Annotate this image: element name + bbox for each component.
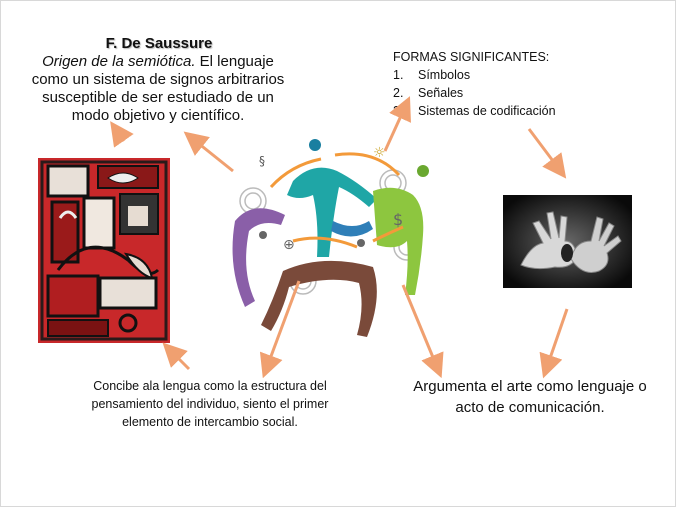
saussure-description: Origen de la semiótica. El lenguaje como… xyxy=(27,53,289,125)
description-rest: El lenguaje como un sistema de signos ar… xyxy=(31,53,285,124)
list-number: 1. xyxy=(393,68,404,82)
list-item: 2. Señales xyxy=(393,84,633,102)
formas-list: 1. Símbolos 2. Señales 3. Sistemas de codif… xyxy=(393,66,633,120)
list-label: Señales xyxy=(418,86,464,100)
list-label: Símbolos xyxy=(418,68,471,82)
svg-text:§: § xyxy=(259,154,265,168)
people-circle-illustration: § ☼ $ ⊕ xyxy=(232,139,429,337)
svg-text:⊕: ⊕ xyxy=(283,237,295,253)
arte-text: Argumenta el arte como lenguaje o acto d… xyxy=(413,378,647,416)
list-number: 3. xyxy=(393,104,404,118)
concibe-text: Concibe ala lengua como la estructura de… xyxy=(91,379,329,429)
description-italic: Origen de la semiótica. xyxy=(42,53,196,70)
svg-text:☼: ☼ xyxy=(373,145,386,161)
list-number: 2. xyxy=(393,86,404,100)
connector-arrow xyxy=(110,121,134,148)
connector-arrow xyxy=(527,128,567,179)
connector-arrow xyxy=(539,308,569,379)
list-item: 3. Sistemas de codificación xyxy=(393,102,633,120)
hands-image xyxy=(503,195,632,288)
svg-text:$: $ xyxy=(393,210,403,229)
slide-title: F. De Saussure xyxy=(105,35,213,52)
list-label: Sistemas de codificación xyxy=(418,104,556,118)
connector-arrow xyxy=(162,342,191,371)
painting-image xyxy=(38,158,170,343)
list-item: 1. Símbolos xyxy=(393,66,633,84)
formas-significantes: FORMAS SIGNIFICANTES: 1. Símbolos 2. Señal… xyxy=(393,48,633,120)
formas-heading: FORMAS SIGNIFICANTES: xyxy=(393,50,550,64)
